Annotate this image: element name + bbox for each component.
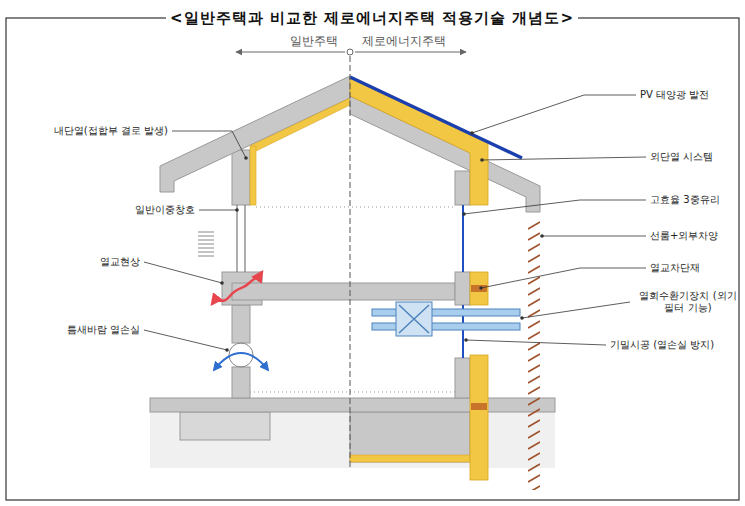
- heat-recovery-ventilator: [372, 302, 520, 336]
- leader-dot: [480, 158, 484, 162]
- right-roof: [350, 78, 488, 205]
- right-wall: [455, 171, 470, 398]
- heat-recovery-ventilator: [396, 302, 432, 336]
- callout-label: 열회수환기장치 (외기 필터 기능): [635, 290, 741, 315]
- interior-dotted-lines: [250, 207, 455, 392]
- sunroom-shading: [528, 220, 540, 490]
- leader-dot: [520, 316, 524, 320]
- house-type-heading: 제로에너지주택: [362, 34, 446, 49]
- left-roof: [160, 76, 350, 205]
- frame-border: [6, 18, 739, 500]
- leader-dot: [464, 338, 468, 342]
- thermal-break: [471, 285, 487, 292]
- left-wall: [232, 367, 250, 398]
- thermal-bridge-arrow: [212, 272, 262, 304]
- interior-dotted-lines: [250, 392, 455, 393]
- heading-arrows: [236, 49, 466, 55]
- air-leak-gap: [214, 343, 268, 370]
- right-roof: [350, 78, 540, 212]
- right-wall: [455, 272, 470, 305]
- leader-dot: [220, 131, 544, 352]
- external-insulation: [470, 355, 488, 480]
- foundation: [350, 455, 470, 462]
- callout-label: 기밀시공 (열손실 방지): [610, 339, 714, 352]
- leader-dot: [225, 348, 229, 352]
- foundation: [180, 412, 270, 440]
- leader-dot: [540, 234, 544, 238]
- callout-label: 틈새바람 열손실: [67, 324, 140, 337]
- thermal-bridge-arrow: [212, 272, 262, 304]
- house-type-heading: 일반주택: [290, 34, 338, 49]
- leader-line: [481, 268, 646, 288]
- callout-label: 선룸+외부차양: [650, 230, 718, 243]
- frame-border: [6, 18, 739, 500]
- thermal-break: [471, 285, 487, 410]
- callout-label: 열교현상: [100, 256, 140, 269]
- heading-arrows: [355, 52, 466, 53]
- triple-glazing: [463, 205, 464, 358]
- leader-line: [144, 330, 227, 350]
- left-roof: [250, 98, 350, 151]
- leader-dot: [479, 286, 483, 290]
- heading-arrows: [347, 49, 353, 55]
- heat-recovery-ventilator: [372, 323, 520, 330]
- callout-label: 외단열 시스템: [650, 151, 713, 164]
- leader-dot: [462, 212, 466, 216]
- window-blinds: [198, 232, 214, 256]
- callout-label: 내단열(접합부 결로 발생): [54, 125, 168, 138]
- external-insulation: [470, 272, 488, 480]
- leader-line: [522, 302, 630, 318]
- heat-recovery-ventilator: [399, 305, 429, 333]
- callout-label: 일반이중창호: [135, 204, 195, 217]
- leader-line: [466, 340, 606, 345]
- double-window: [236, 205, 237, 272]
- leader-dot: [470, 131, 474, 135]
- left-wall: [232, 150, 250, 205]
- leader-line: [172, 131, 246, 158]
- leader-dot: [220, 281, 224, 285]
- foundation: [150, 398, 555, 412]
- left-wall: [232, 305, 250, 343]
- window-blinds: [198, 232, 214, 256]
- diagram-title: <일반주택과 비교한 제로에너지주택 적용기술 개념도>: [166, 9, 578, 28]
- callout-label: PV 태양광 발전: [640, 89, 709, 102]
- foundation: [150, 398, 555, 462]
- heading-arrows: [236, 52, 345, 53]
- leader-dot: [244, 156, 248, 160]
- leader-line: [482, 157, 646, 160]
- center-divider: [350, 56, 351, 470]
- thermal-break: [471, 403, 487, 410]
- interior-dotted-lines: [256, 207, 455, 208]
- leader-line: [144, 95, 646, 350]
- leader-line: [144, 262, 222, 283]
- leader-line: [472, 95, 636, 133]
- air-leak-gap: [214, 353, 268, 370]
- external-insulation: [470, 272, 488, 305]
- right-wall: [455, 171, 470, 205]
- left-wall: [222, 150, 455, 398]
- pv-panel: [350, 77, 522, 158]
- heat-recovery-ventilator: [372, 309, 520, 316]
- ground-band: [150, 412, 555, 468]
- leader-line: [199, 210, 237, 211]
- callout-label: 열교차단재: [650, 262, 700, 275]
- foundation: [350, 412, 470, 462]
- center-divider: [350, 56, 351, 470]
- leader-dot: [235, 208, 239, 212]
- pv-panel: [350, 77, 522, 158]
- leader-line: [542, 236, 646, 237]
- callout-label: 고효율 3중유리: [650, 194, 720, 207]
- double-window: [237, 205, 245, 272]
- left-roof: [250, 146, 256, 205]
- right-wall: [455, 358, 470, 398]
- ground-band: [150, 412, 555, 468]
- sunroom-shading: [528, 220, 540, 490]
- double-window: [244, 205, 245, 272]
- leader-line: [464, 200, 646, 214]
- left-wall: [232, 283, 455, 300]
